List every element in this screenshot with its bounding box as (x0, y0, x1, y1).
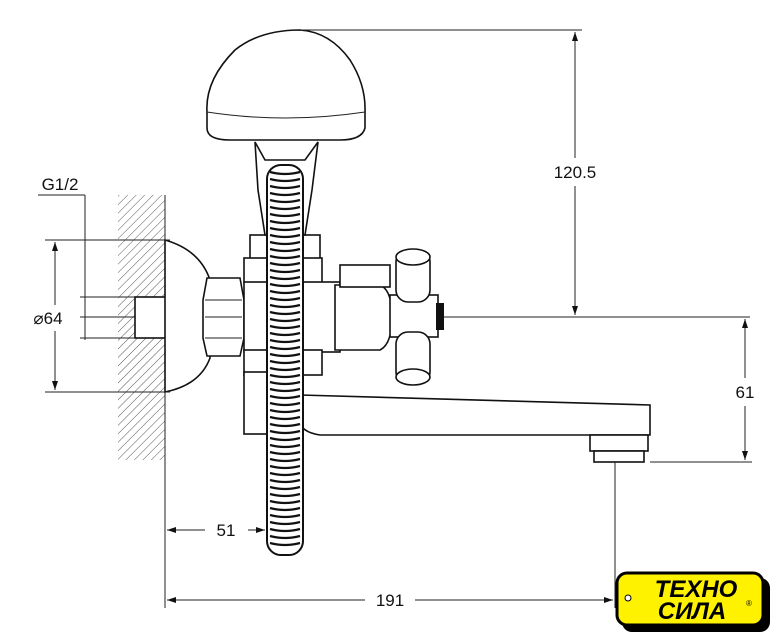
hose-coil (269, 191, 301, 197)
dim-flange-diameter: ⌀64 (33, 309, 62, 328)
hose-coil (269, 317, 301, 323)
hose-coil (269, 506, 301, 512)
dim-head-height: 120.5 (554, 163, 597, 182)
hose-coil (269, 415, 301, 421)
hose-coil (269, 429, 301, 435)
hose-coil (269, 338, 301, 344)
hose-coil (269, 254, 301, 260)
hose-coil (269, 240, 301, 246)
dim-spout-height: 61 (736, 383, 755, 402)
hose-coil (269, 492, 301, 498)
dim-wall-to-hose: 51 (217, 521, 236, 540)
hose-coil (269, 184, 301, 190)
spout (299, 394, 651, 463)
dim-spout-reach: 191 (376, 591, 404, 610)
hose-coil (269, 296, 301, 302)
hose-coil (269, 394, 301, 400)
hose-coil (269, 170, 301, 176)
hose-coil (269, 436, 301, 442)
hose-coil (269, 345, 301, 351)
hose-coil (269, 303, 301, 309)
hose-coil (269, 331, 301, 337)
logo-line1: ТЕХНО (655, 576, 738, 603)
hose-coil (269, 282, 301, 288)
hose-coil (269, 310, 301, 316)
hose-coil (269, 352, 301, 358)
hose-coil (269, 387, 301, 393)
hose-coil (269, 464, 301, 470)
shower-hose (266, 164, 304, 556)
hose-coil (269, 457, 301, 463)
hose-coil (269, 275, 301, 281)
hose-coil (269, 408, 301, 414)
hose-coil (269, 478, 301, 484)
hose-coil (269, 233, 301, 239)
brand-logo: ТЕХНО СИЛА ® (615, 571, 770, 632)
hose-coil (269, 205, 301, 211)
hose-coil (269, 366, 301, 372)
hose-coil (269, 534, 301, 540)
hose-coil (269, 450, 301, 456)
wall (118, 195, 166, 608)
hose-coil (269, 212, 301, 218)
hose-coil (269, 219, 301, 225)
hose-coil (269, 499, 301, 505)
dim-thread: G1/2 (42, 175, 79, 194)
hose-coil (269, 268, 301, 274)
hose-coil (269, 422, 301, 428)
hose-coil (269, 289, 301, 295)
hose-coil (269, 373, 301, 379)
hose-coil (269, 247, 301, 253)
hose-coil (269, 520, 301, 526)
logo-line2: СИЛА (658, 598, 726, 625)
hose-coil (269, 226, 301, 232)
hose-coil (269, 177, 301, 183)
hose-coil (269, 401, 301, 407)
hose-coil (269, 324, 301, 330)
hose-coil (269, 261, 301, 267)
hose-coil (269, 380, 301, 386)
hose-coil (269, 513, 301, 519)
hose-coil (269, 541, 301, 547)
wall-connection (134, 238, 245, 393)
hose-coil (269, 198, 301, 204)
hose-coil (269, 485, 301, 491)
logo-registered: ® (746, 599, 752, 608)
hose-coil (269, 443, 301, 449)
hose-coil (269, 527, 301, 533)
hose-coil (269, 359, 301, 365)
hose-coil (269, 471, 301, 477)
